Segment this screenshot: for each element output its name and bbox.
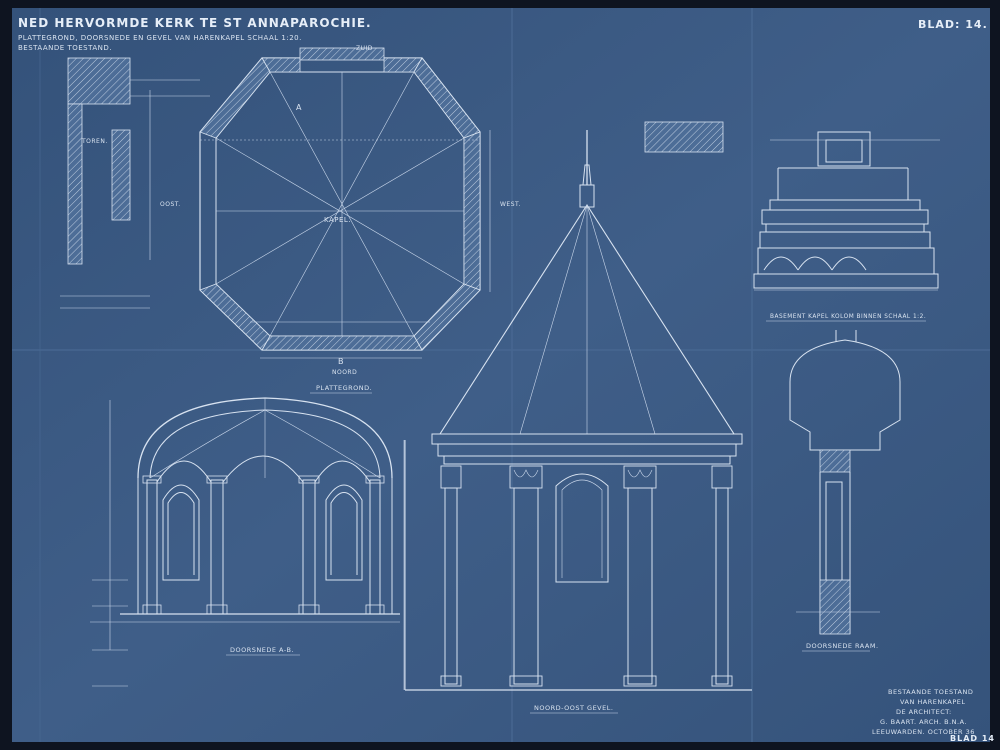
- title-block: BESTAANDE TOESTAND VAN HARENKAPEL DE ARC…: [872, 688, 995, 743]
- plan-label-west: WEST.: [500, 201, 521, 208]
- tower-wall-lower: [67, 103, 83, 265]
- plan-label-south: ZUID: [356, 45, 373, 52]
- plan-label-north: NOORD: [332, 369, 357, 376]
- window-title: DOORSNEDE RAAM.: [806, 642, 879, 650]
- column-base-detail: BASEMENT KAPEL KOLOM BINNEN SCHAAL 1:2.: [644, 121, 940, 322]
- window-section: DOORSNEDE RAAM.: [789, 330, 901, 652]
- tower-wall: [67, 57, 131, 105]
- sheet-number: BLAD: 14.: [918, 18, 988, 31]
- section-ab: DOORSNEDE A-B.: [90, 397, 405, 690]
- plan-section-b: B: [338, 357, 344, 366]
- titleblock-line-1: BESTAANDE TOESTAND: [888, 688, 973, 696]
- elevation-north-east: NOORD-OOST GEVEL.: [404, 130, 752, 714]
- plan-label-east: OOST.: [160, 201, 181, 208]
- sheet-title: NED HERVORMDE KERK TE ST ANNAPAROCHIE.: [18, 16, 372, 30]
- elevation-title: NOORD-OOST GEVEL.: [534, 704, 613, 712]
- floor-plan: TOREN. OOST. WEST. KAPEL. ZUID NOORD A B…: [60, 45, 521, 394]
- plan-label-chapel: KAPEL.: [324, 216, 351, 224]
- titleblock-line-4: G. BAART. ARCH. B.N.A.: [880, 718, 967, 726]
- sheet-subtitle-1: PLATTEGROND, DOORSNEDE EN GEVEL VAN HARE…: [18, 34, 302, 42]
- sheet-subtitle-2: BESTAANDE TOESTAND.: [18, 44, 112, 52]
- titleblock-line-6: BLAD 14: [950, 734, 995, 743]
- titleblock-line-5: LEEUWARDEN. OCTOBER 36: [872, 728, 975, 736]
- tower-buttress: [111, 129, 131, 221]
- plan-section-a: A: [296, 103, 302, 112]
- section-ab-title: DOORSNEDE A-B.: [230, 646, 294, 654]
- fold-lines: [12, 8, 990, 742]
- plan-title: PLATTEGROND.: [316, 384, 372, 392]
- titleblock-line-3: DE ARCHITECT:: [896, 708, 952, 716]
- titleblock-line-2: VAN HARENKAPEL: [900, 698, 965, 706]
- plan-label-tower: TOREN.: [81, 138, 108, 145]
- column-base-title: BASEMENT KAPEL KOLOM BINNEN SCHAAL 1:2.: [770, 314, 926, 320]
